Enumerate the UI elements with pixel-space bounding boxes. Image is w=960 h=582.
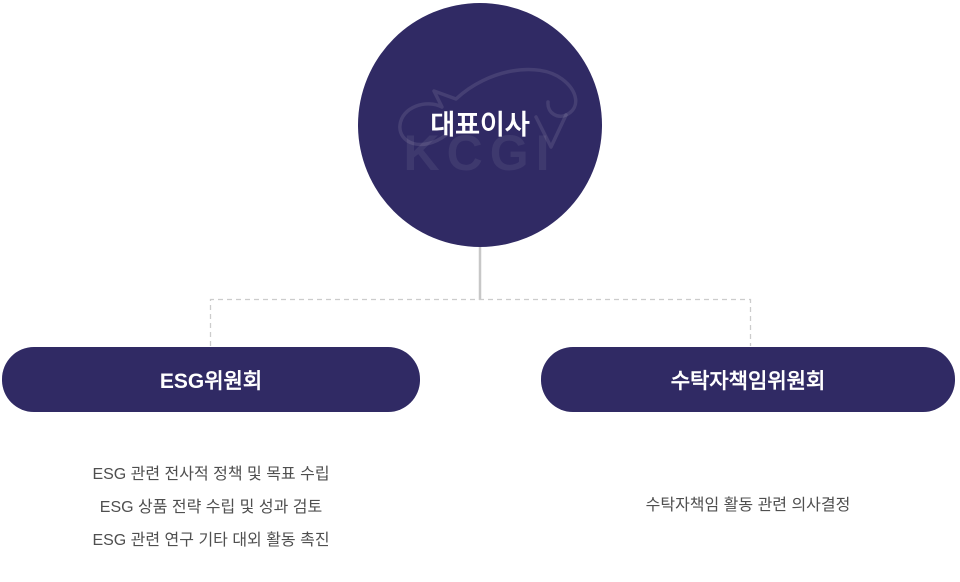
detail-line: ESG 관련 연구 기타 대외 활동 촉진 bbox=[92, 532, 330, 549]
kcgi-whale-logo-icon bbox=[398, 67, 578, 149]
detail-line: ESG 관련 전사적 정책 및 목표 수립 bbox=[92, 466, 330, 483]
detail-line: 수탁자책임 활동 관련 의사결정 bbox=[645, 497, 851, 514]
committee-box-esg: ESG위원회 bbox=[2, 347, 420, 412]
committee-label-fiduciary: 수탁자책임위원회 bbox=[670, 369, 826, 393]
ceo-label: 대표이사 bbox=[430, 110, 530, 140]
committee-label-esg: ESG위원회 bbox=[159, 369, 263, 393]
ceo-node: KCGI 대표이사 bbox=[358, 3, 602, 247]
committee-details-fiduciary: 수탁자책임 활동 관련 의사결정 bbox=[541, 489, 955, 522]
connector-dashed-branch bbox=[209, 298, 752, 346]
committee-box-fiduciary: 수탁자책임위원회 bbox=[541, 347, 955, 412]
detail-line: ESG 상품 전략 수립 및 성과 검토 bbox=[99, 499, 323, 516]
kcgi-watermark: KCGI bbox=[403, 125, 557, 181]
committee-details-esg: ESG 관련 전사적 정책 및 목표 수립 ESG 상품 전략 수립 및 성과 … bbox=[0, 458, 422, 557]
